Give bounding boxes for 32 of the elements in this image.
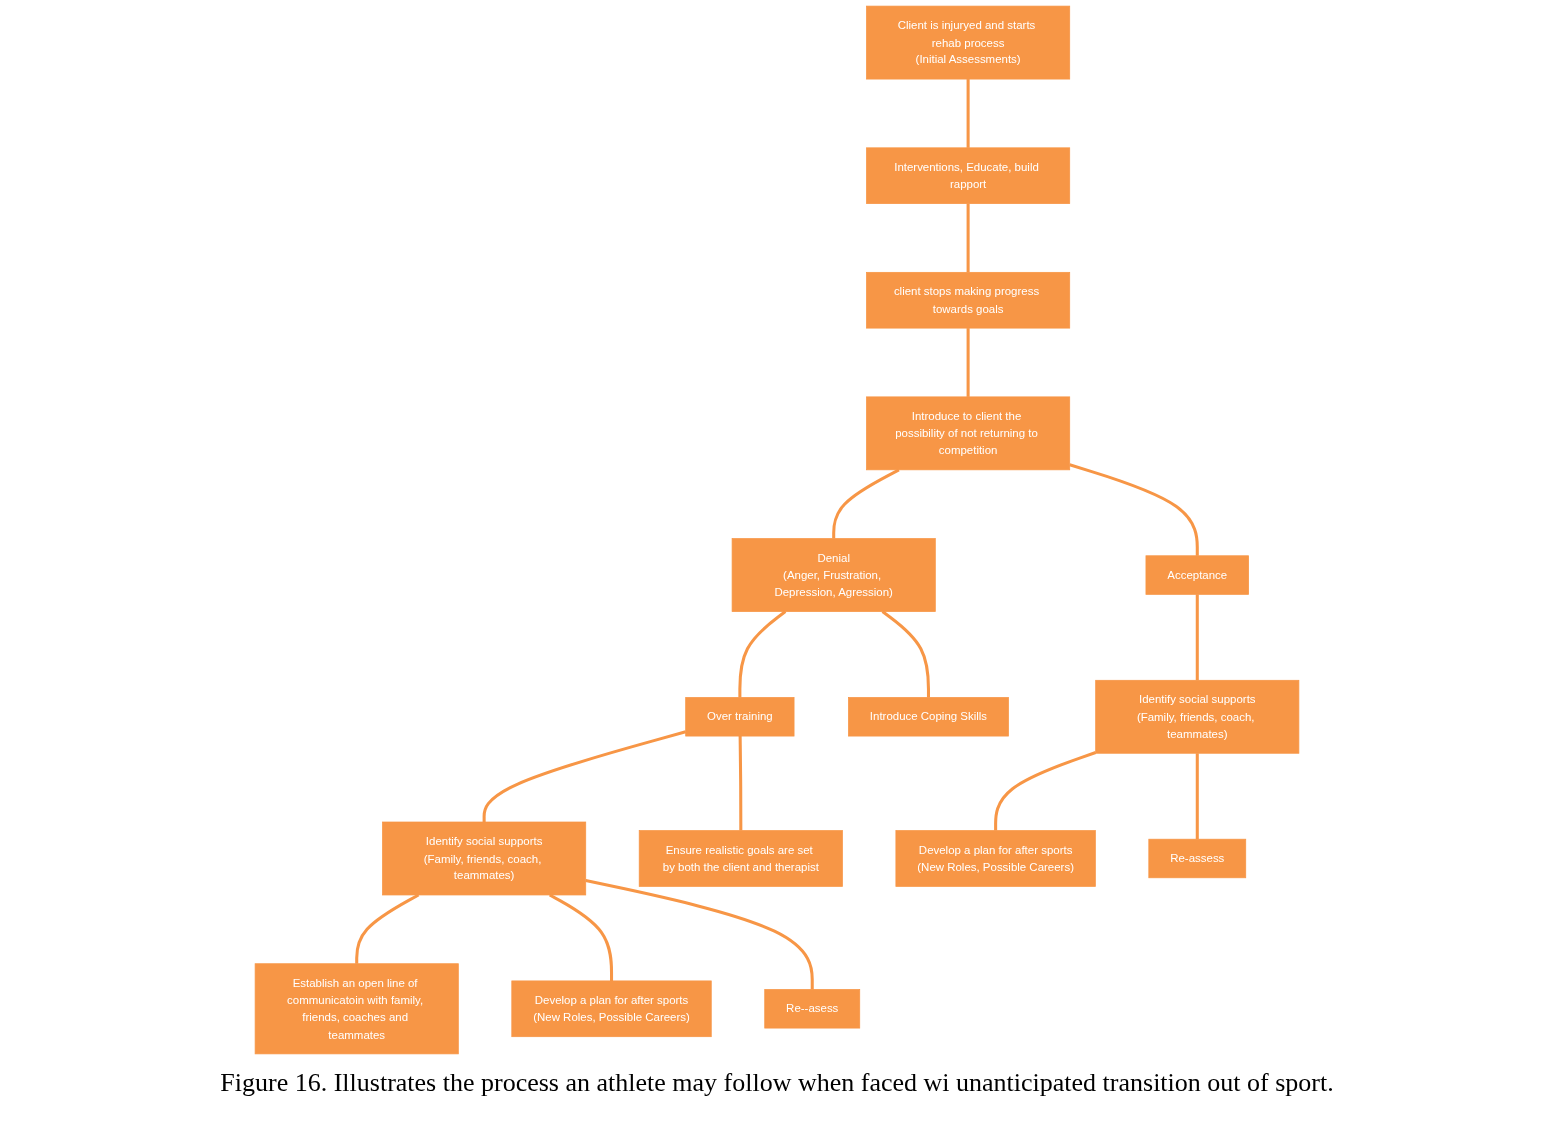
node-box: Introduce to client the possibility of not returning to competition	[866, 396, 1071, 471]
connector	[994, 751, 1097, 831]
node-box: Establish an open line of communicatoin with family, friends, coaches and teammates	[254, 963, 459, 1055]
connector	[738, 610, 787, 698]
node-box: Ensure realistic goals are set by both the client and therapist	[638, 830, 843, 887]
connector	[738, 736, 743, 831]
connector	[966, 79, 970, 148]
connector	[1195, 753, 1199, 840]
node-box: Acceptance	[1145, 555, 1249, 595]
node-box: client stops making progress towards goals	[866, 271, 1071, 329]
connector	[966, 328, 970, 397]
node-box: Denial (Anger, Frustration, Depression, Agression)	[731, 538, 936, 612]
connector	[355, 893, 420, 964]
node-box: Re-assess	[1148, 838, 1247, 879]
node-box: Over training	[685, 697, 795, 737]
connector	[585, 878, 814, 990]
node-box: Re--asess	[764, 989, 861, 1029]
node-box: Develop a plan for after sports (New Roles, Possible Careers)	[895, 830, 1096, 887]
connector	[966, 203, 970, 273]
connector	[1069, 463, 1199, 556]
connector	[1195, 594, 1199, 681]
connector	[482, 730, 687, 822]
node-box: Introduce Coping Skills	[848, 697, 1009, 737]
figure-caption: Figure 16. Illustrates the process an athlete may follow when faced wi unanticipated transition out of sport.	[219, 1068, 1335, 1098]
connector	[881, 610, 930, 698]
connector	[548, 893, 614, 981]
node-box: Develop a plan for after sports (New Roles, Possible Careers)	[511, 980, 712, 1038]
node-box: Interventions, Educate, build rapport	[866, 147, 1071, 204]
node-box: Identify social supports (Family, friends, coach, teammates)	[1095, 679, 1300, 754]
node-box: Identify social supports (Family, friends, coach, teammates)	[382, 821, 587, 896]
node-box: Client is injuryed and starts rehab process (Initial Assessments)	[866, 5, 1071, 80]
connector	[832, 468, 900, 539]
